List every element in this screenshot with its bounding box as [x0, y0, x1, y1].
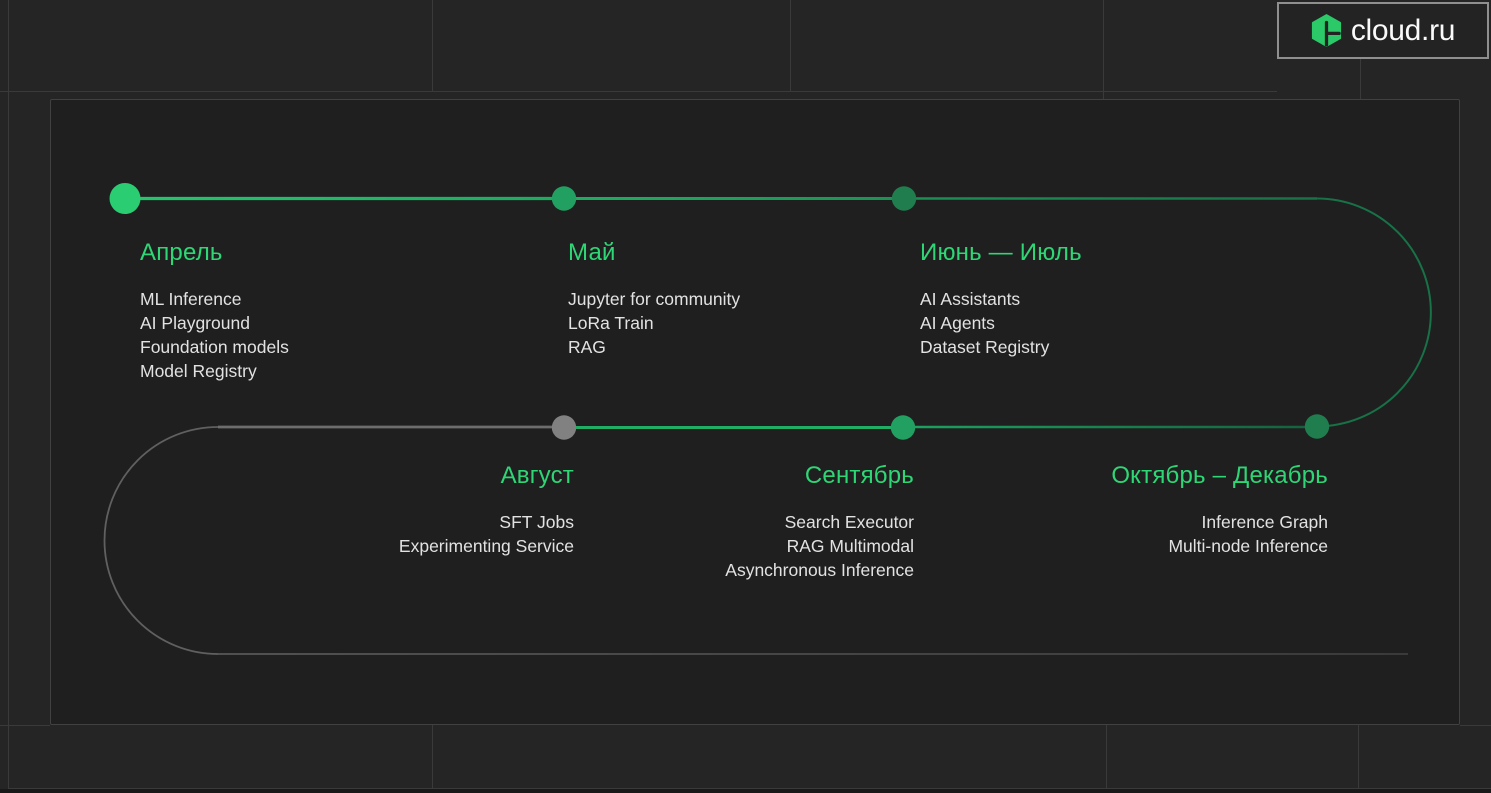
- timeline-left-curve: [103, 426, 219, 655]
- feature-list: Search Executor RAG Multimodal Asynchron…: [725, 510, 914, 582]
- timeline-dot-april: [109, 183, 141, 214]
- month-block-june-july: Июнь — Июль AI Assistants AI Agents Data…: [920, 239, 1082, 359]
- feature-item: SFT Jobs: [499, 512, 574, 532]
- month-title: Сентябрь: [804, 462, 914, 489]
- feature-list: ML Inference AI Playground Foundation mo…: [140, 287, 289, 383]
- timeline-dot-october-december: [1304, 414, 1330, 439]
- feature-item: Multi-node Inference: [1168, 536, 1328, 556]
- bottom-strip: [0, 789, 1491, 793]
- feature-list: Jupyter for community LoRa Train RAG: [568, 287, 740, 359]
- feature-item: Model Registry: [140, 361, 257, 381]
- feature-item: Experimenting Service: [398, 536, 574, 556]
- timeline-right-curve: [1316, 197, 1432, 428]
- grid-line: [1460, 725, 1491, 726]
- roadmap-panel: [50, 99, 1460, 725]
- month-block-september: Сентябрь Search Executor RAG Multimodal …: [725, 462, 914, 582]
- feature-item: AI Agents: [920, 313, 995, 333]
- timeline-dot-august: [551, 415, 577, 440]
- month-block-may: Май Jupyter for community LoRa Train RAG: [568, 239, 740, 359]
- grid-line: [8, 788, 1491, 789]
- grid-line: [1106, 725, 1107, 788]
- feature-item: RAG: [568, 337, 606, 357]
- grid-line: [432, 0, 433, 91]
- feature-item: Foundation models: [140, 337, 289, 357]
- feature-item: Jupyter for community: [568, 289, 741, 309]
- grid-line: [1360, 59, 1361, 99]
- feature-item: Search Executor: [784, 512, 914, 532]
- month-title: Апрель: [140, 239, 223, 266]
- logo-text: cloud.ru: [1350, 13, 1456, 47]
- feature-item: RAG Multimodal: [786, 536, 914, 556]
- feature-list: SFT Jobs Experimenting Service: [399, 510, 574, 558]
- feature-item: AI Assistants: [920, 289, 1021, 309]
- grid-line: [0, 725, 50, 726]
- grid-line: [1103, 0, 1104, 99]
- grid-line: [790, 0, 791, 91]
- feature-item: Asynchronous Inference: [725, 560, 914, 580]
- grid-line: [0, 91, 1277, 92]
- month-block-april: Апрель ML Inference AI Playground Founda…: [140, 239, 289, 383]
- timeline-dot-june-july: [891, 186, 917, 211]
- month-block-august: Август SFT Jobs Experimenting Service: [399, 462, 574, 558]
- feature-item: ML Inference: [140, 289, 242, 309]
- month-block-october-december: Октябрь – Декабрь Inference Graph Multi-…: [1111, 462, 1328, 558]
- month-title: Август: [500, 462, 574, 489]
- feature-list: AI Assistants AI Agents Dataset Registry: [920, 287, 1082, 359]
- grid-line: [8, 0, 9, 793]
- month-title: Октябрь – Декабрь: [1111, 462, 1328, 489]
- feature-list: Inference Graph Multi-node Inference: [1111, 510, 1328, 558]
- timeline-dot-may: [551, 186, 577, 211]
- month-title: Июнь — Июль: [920, 239, 1082, 266]
- grid-line: [432, 725, 433, 788]
- cloud-ru-logo: cloud.ru: [1277, 2, 1489, 59]
- month-title: Май: [568, 239, 616, 266]
- feature-item: Dataset Registry: [920, 337, 1050, 357]
- feature-item: AI Playground: [140, 313, 250, 333]
- grid-line: [1358, 725, 1359, 788]
- feature-item: Inference Graph: [1201, 512, 1328, 532]
- feature-item: LoRa Train: [568, 313, 654, 333]
- timeline-dot-september: [890, 415, 916, 440]
- cloud-ru-cube-icon: [1311, 14, 1341, 47]
